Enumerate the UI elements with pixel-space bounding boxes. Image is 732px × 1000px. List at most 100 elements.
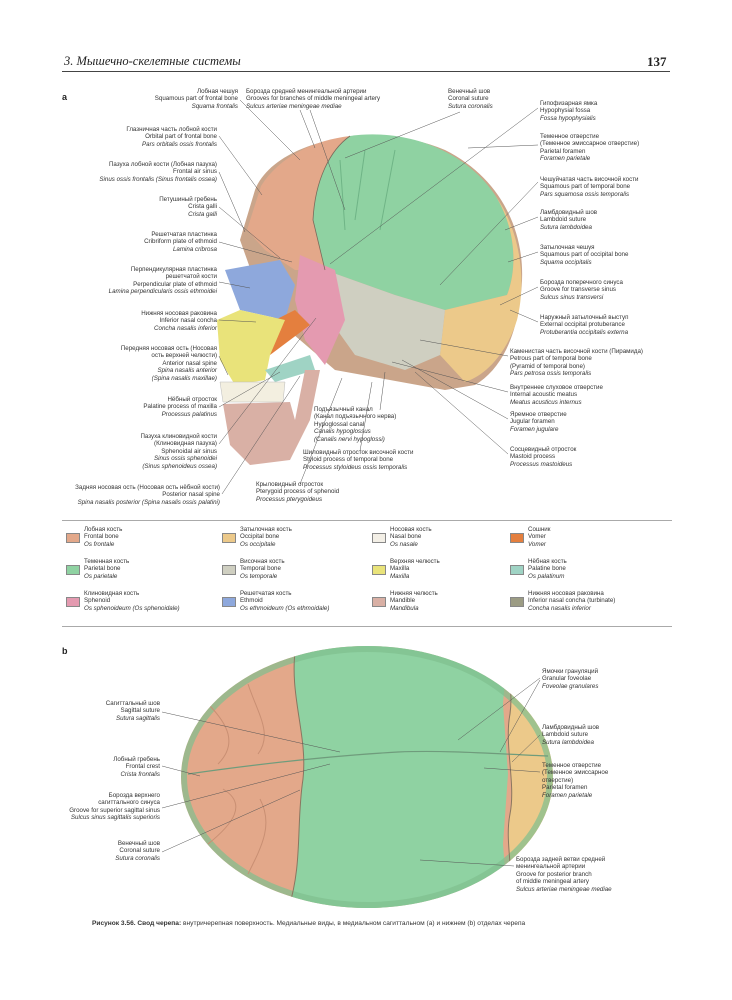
label-ru: Теменное отверстие [542,762,602,769]
header-rule [62,71,670,72]
frontal-bone-region [247,136,350,270]
legend-la: Os frontale [84,540,115,548]
label-lambdoid-suture-a: Ламбдовидный шов Lambdoid suture Sutura … [540,209,597,231]
legend-en: Ethmoid [240,597,263,605]
legend-swatch [222,565,236,575]
label-ru-3: отверстие) [542,776,574,784]
panel-a-letter: a [62,92,68,102]
legend-swatch [66,597,80,607]
label-en: Sphenoidal air sinus [161,447,217,455]
label-la-2: (Canalis nervi hypoglossi) [314,435,385,443]
label-ru: Задняя носовая ость (Носовая ость нёбной… [75,484,220,491]
label-ru: Крыловидный отросток [256,481,324,488]
legend-la: Os nasale [390,540,418,548]
label-superior-sagittal-sinus: Борозда верхнего сагиттального синуса Gr… [20,792,160,822]
label-en: Granular foveolae [542,675,592,683]
legend-top-rule [62,520,672,521]
label-en: Coronal suture [448,95,489,103]
legend-ru: Сошник [528,526,551,533]
legend-en: Occipital bone [240,533,280,541]
legend-swatch [222,597,236,607]
legend-en: Mandible [390,597,416,605]
label-granular-foveolae: Ямочки грануляций Granular foveolae Fove… [542,668,598,690]
palatine-region [265,355,315,382]
label-la: Spina nasalis anterior [157,367,217,375]
label-ru: Наружный затылочный выступ [540,314,629,321]
label-la: Sinus ossis sphenoidei [154,455,217,463]
temporal-bone-region [325,270,445,370]
label-transverse-sinus: Борозда поперечного синуса Groove for tr… [540,279,623,301]
label-squamous-frontal: Лобная чешуя Squamous part of frontal bo… [20,88,238,110]
label-la: Sulcus sinus transversi [540,293,604,301]
legend-ru: Нижняя носовая раковина [528,590,604,597]
calvaria-inner-illustration [181,646,553,908]
label-external-occipital-protuberance: Наружный затылочный выступ External occi… [540,314,628,336]
label-posterior-meningeal-groove: Борозда задней ветви средней менингеальн… [516,856,612,893]
label-la: Canalis hypoglossus [314,428,371,436]
page-number: 137 [647,54,667,69]
label-ru: Борозда поперечного синуса [540,279,623,286]
legend-la: Os parietale [84,572,118,580]
legend-ru: Верхняя челюсть [390,558,440,565]
legend-swatch [510,597,524,607]
parietal-region-b [288,646,508,908]
label-parietal-foramen-b: Теменное отверстие (Теменное эмиссарное … [542,762,608,799]
label-ru: Пазуха лобной кости (Лобная пазуха) [108,161,217,168]
label-la: Squama occipitalis [540,258,592,266]
label-ru-2: ость верхней челюсти) [151,352,217,360]
label-en: Hypoglossal canal [314,420,365,428]
label-sagittal-suture: Сагиттальный шов Sagittal suture Sutura … [20,700,160,722]
label-ru: Лобный гребень [113,756,160,763]
label-coronal-suture-a: Венечный шов Coronal suture Sutura coron… [448,88,493,110]
legend-en: Inferior nasal concha (turbinate) [528,597,616,605]
label-en: Groove for posterior branch [516,870,592,878]
legend-ru: Нёбная кость [528,558,567,565]
label-en: Coronal suture [119,847,160,855]
label-ru: Лобная чешуя [197,88,238,95]
label-la: Sutura coronalis [448,102,493,110]
label-ru: Шиловидный отросток височной кости [303,449,414,456]
label-squamous-temporal: Чешуйчатая часть височной кости Squamous… [540,176,639,198]
label-la: Crista frontalis [120,770,160,778]
label-en: Groove for superior sagittal sinus [69,806,160,814]
label-la: Concha nasalis inferior [154,324,217,332]
caption-text: внутричерепная поверхность. Медиальные в… [183,920,526,927]
label-squamous-occipital: Затылочная чешуя Squamous part of occipi… [540,244,628,266]
label-la-2: (Sinus sphenoideus ossea) [142,462,217,470]
legend-la: Os temporale [240,572,278,580]
maxilla-region [217,310,285,385]
legend-ru: Затылочная кость [240,526,292,533]
label-la: Lamina perpendicularis ossis ethmoidei [108,288,217,296]
label-en: Palatine process of maxilla [143,403,217,411]
label-la: Meatus acusticus internus [510,398,582,406]
label-en: Grooves for branches of middle meningeal… [246,95,381,103]
label-inferior-concha: Нижняя носовая раковина Inferior nasal c… [20,310,217,332]
label-ru-2: (Клиновидная пазуха) [154,440,217,448]
label-ru: Петушиный гребень [159,196,217,203]
label-ru: Затылочная чешуя [540,244,595,251]
legend-en: Maxilla [390,565,410,573]
label-la: Sulcus sinus sagittalis superioris [70,814,160,822]
label-en: Cribriform plate of ethmoid [144,238,217,246]
label-en: Lambdoid suture [542,731,589,739]
label-la: Foveolae granulares [542,682,599,690]
legend-la: Maxilla [390,572,410,580]
legend-ru: Носовая кость [390,526,432,533]
label-en: Groove for transverse sinus [540,286,616,294]
label-ru: Ламбдовидный шов [540,209,598,216]
mandible-region [223,370,320,465]
label-en-2: of middle meningeal artery [516,878,589,886]
label-ru: Нёбный отросток [167,396,217,403]
legend-en: Sphenoid [84,597,111,605]
legend-en: Nasal bone [390,533,422,541]
label-la: Processus palatinus [161,410,217,418]
label-ru: Яремное отверстие [510,411,567,418]
label-en: Frontal air sinus [172,168,217,176]
label-en: Inferior nasal concha [159,317,217,325]
label-posterior-nasal-spine: Задняя носовая ость (Носовая ость нёбной… [20,484,220,506]
legend-swatch [66,533,80,543]
label-ru: Ямочки грануляций [542,668,599,675]
label-en: Jugular foramen [510,418,555,426]
